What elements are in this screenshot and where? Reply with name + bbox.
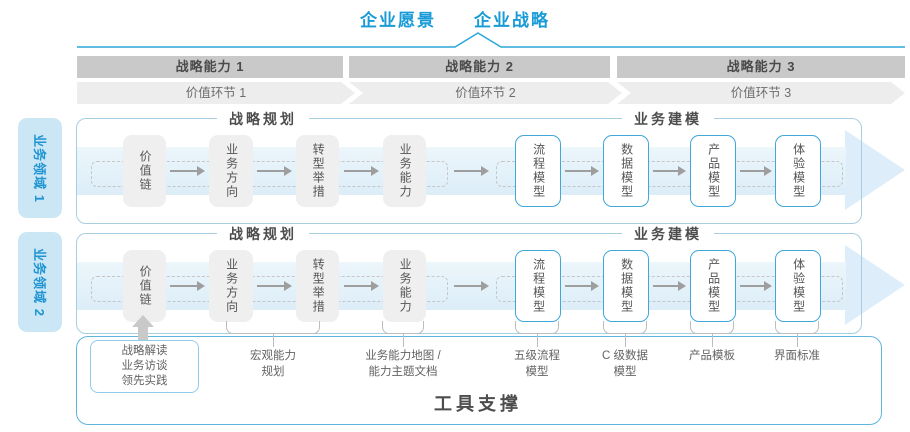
strategic-capability-bar-1: 战略能力 1 bbox=[77, 56, 343, 78]
node-transformation-initiatives: 转型举措 bbox=[296, 250, 339, 322]
node-business-direction: 业务方向 bbox=[209, 135, 253, 207]
section-title-strategic-planning: 战略规划 bbox=[217, 109, 309, 129]
vision-pointer-line bbox=[77, 32, 905, 48]
value-link-chevron-1: 价值环节 1 bbox=[77, 82, 355, 104]
node-value-chain: 价值链 bbox=[123, 135, 166, 207]
right-arrow-icon bbox=[653, 281, 686, 291]
right-arrow-icon bbox=[454, 281, 489, 291]
node-experience-model: 体验模型 bbox=[775, 135, 821, 207]
annotation-label-data-model: C 级数据 模型 bbox=[602, 350, 648, 378]
up-arrow-icon bbox=[132, 315, 154, 327]
domain-label-2-text: 业务领域 2 bbox=[31, 247, 47, 317]
value-link-chevron-3: 价值环节 3 bbox=[617, 82, 905, 104]
node-data-model: 数据模型 bbox=[603, 250, 649, 322]
value-link-chevron-2: 价值环节 2 bbox=[349, 82, 622, 104]
right-arrow-icon bbox=[740, 281, 772, 291]
vision-title: 企业愿景 bbox=[360, 11, 436, 30]
annotation-label-product-template: 产品模板 bbox=[689, 350, 735, 362]
annotation-brace-stem bbox=[273, 333, 274, 347]
right-arrow-icon bbox=[257, 281, 292, 291]
right-arrow-icon bbox=[344, 166, 379, 176]
node-process-model: 流程模型 bbox=[515, 135, 561, 207]
node-business-capability: 业务能力 bbox=[383, 135, 426, 207]
node-transformation-initiatives: 转型举措 bbox=[296, 135, 339, 207]
section-title-business-modeling: 业务建模 bbox=[622, 109, 714, 129]
section-title-strategic-planning: 战略规划 bbox=[217, 224, 309, 244]
right-arrow-icon bbox=[565, 166, 599, 176]
planning-dashed-zone bbox=[91, 276, 448, 302]
right-arrow-icon bbox=[740, 166, 772, 176]
modeling-dashed-zone bbox=[496, 161, 843, 187]
modeling-dashed-zone bbox=[496, 276, 843, 302]
annotation-brace-stem bbox=[625, 333, 626, 347]
node-business-capability: 业务能力 bbox=[383, 250, 426, 322]
planning-dashed-zone bbox=[91, 161, 448, 187]
domain-label-2: 业务领域 2 bbox=[18, 232, 62, 332]
up-arrow-icon bbox=[138, 326, 148, 341]
domain-label-1: 业务领域 1 bbox=[18, 118, 62, 218]
annotation-brace-stem bbox=[712, 333, 713, 347]
right-arrow-icon bbox=[257, 166, 292, 176]
node-product-model: 产品模型 bbox=[690, 135, 736, 207]
annotation-label-ui-standard: 界面标准 bbox=[774, 350, 820, 362]
business-domain-row-1: 战略规划 业务建模 价值链 业务方向 转型举措 业务能力 流程模型 数据模型 产… bbox=[76, 109, 862, 224]
annotation-brace-stem bbox=[797, 333, 798, 347]
section-title-business-modeling: 业务建模 bbox=[622, 224, 714, 244]
business-domain-row-2: 战略规划 业务建模 价值链 业务方向 转型举措 业务能力 流程模型 数据模型 产… bbox=[76, 224, 862, 334]
annotation-label-process-model: 五级流程 模型 bbox=[514, 350, 560, 378]
insight-sources-box: 战略解读 业务访谈 领先实践 bbox=[90, 340, 199, 393]
node-process-model: 流程模型 bbox=[515, 250, 561, 322]
strategic-capability-bar-2: 战略能力 2 bbox=[349, 56, 610, 78]
header-titles: 企业愿景 企业战略 bbox=[0, 6, 910, 31]
node-product-model: 产品模型 bbox=[690, 250, 736, 322]
strategy-title: 企业战略 bbox=[474, 11, 550, 30]
right-arrow-icon bbox=[344, 281, 379, 291]
annotation-brace-stem bbox=[403, 333, 404, 347]
annotation-label-macro-capability: 宏观能力 规划 bbox=[250, 350, 296, 378]
node-data-model: 数据模型 bbox=[603, 135, 649, 207]
tool-support-title: 工具支撑 bbox=[434, 394, 522, 414]
node-value-chain: 价值链 bbox=[123, 250, 166, 322]
node-business-direction: 业务方向 bbox=[209, 250, 253, 322]
right-arrow-icon bbox=[565, 281, 599, 291]
annotation-brace-stem bbox=[537, 333, 538, 347]
right-arrow-icon bbox=[653, 166, 686, 176]
right-arrow-icon bbox=[454, 166, 489, 176]
right-arrow-icon bbox=[170, 281, 205, 291]
tool-support-container bbox=[76, 336, 882, 425]
strategic-capability-bar-3: 战略能力 3 bbox=[617, 56, 905, 78]
right-arrow-icon bbox=[170, 166, 205, 176]
node-experience-model: 体验模型 bbox=[775, 250, 821, 322]
domain-label-1-text: 业务领域 1 bbox=[31, 133, 47, 203]
annotation-label-capability-map: 业务能力地图 / 能力主题文档 bbox=[365, 350, 441, 378]
